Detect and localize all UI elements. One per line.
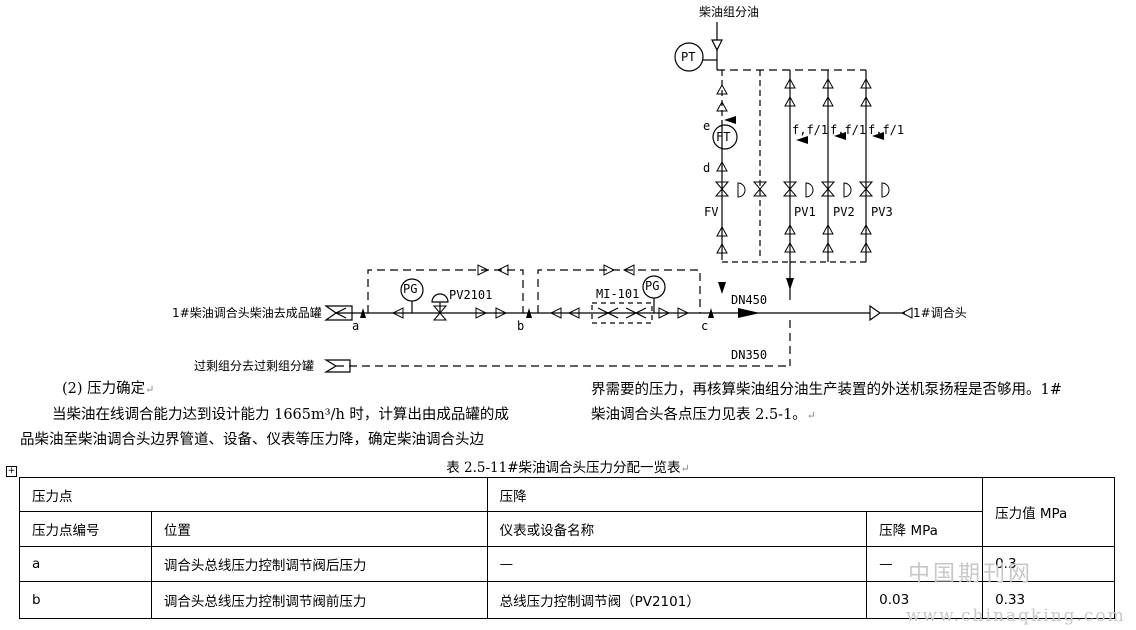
pg-label-1: PG xyxy=(403,282,417,296)
mi101-label: MI-101 xyxy=(596,287,639,301)
fv-label: FV xyxy=(704,205,718,219)
header-pressure-value: 压力值 MPa xyxy=(982,477,1115,547)
header-pressure-point: 压力点 xyxy=(19,477,488,512)
pv1-label: PV1 xyxy=(794,205,816,219)
header-point-id: 压力点编号 xyxy=(19,511,152,547)
f-label-2: f,f/1 xyxy=(830,123,866,137)
header-pressure-drop: 压降 xyxy=(486,477,984,512)
point-b-label: b xyxy=(517,319,524,333)
watermark-url: www.chinaqking.com xyxy=(906,606,1126,626)
cell-value: 0.33 xyxy=(982,581,1115,619)
left-paragraph-line-1: 当柴油在线调合能力达到设计能力 1665m³/h 时，计算出由成品罐的成 xyxy=(52,407,509,423)
point-e-label: e xyxy=(703,119,710,133)
dn450-label: DN450 xyxy=(731,293,767,307)
section-heading: (2) 压力确定↵ xyxy=(62,381,155,397)
cell-value: 0.3 xyxy=(982,546,1115,582)
excess-label: 过剩组分去过剩组分罐 xyxy=(194,359,314,373)
ft-label: FT xyxy=(716,130,730,144)
pressure-table: 压力点 压降 压力值 MPa 压力点编号 位置 仪表或设备名称 压降 MPa a… xyxy=(19,477,1115,619)
cell-position: 调合头总线压力控制调节阀后压力 xyxy=(150,546,488,582)
point-a-label: a xyxy=(352,319,359,333)
cell-drop: — xyxy=(866,546,984,582)
table-row: a 调合头总线压力控制调节阀后压力 — — 0.3 xyxy=(19,546,1115,582)
outlet-label: 1#柴油调合头柴油去成品罐 xyxy=(172,305,322,320)
table-anchor-icon[interactable]: + xyxy=(6,466,17,477)
table-header-row-group: 压力点 压降 压力值 MPa xyxy=(19,477,1115,547)
header-position: 位置 xyxy=(150,511,488,547)
inlet-label: 1#调合头 xyxy=(913,305,967,320)
cell-device: 总线压力控制调节阀（PV2101） xyxy=(486,581,868,619)
header-drop-mpa: 压降 MPa xyxy=(866,511,984,547)
point-d-label: d xyxy=(703,161,710,175)
point-c-label: c xyxy=(701,319,708,333)
cell-position: 调合头总线压力控制调节阀前压力 xyxy=(150,581,488,619)
pt-label: PT xyxy=(681,50,695,64)
cell-id: b xyxy=(19,581,152,619)
cell-device: — xyxy=(486,546,868,582)
pv3-label: PV3 xyxy=(871,205,893,219)
cell-id: a xyxy=(19,546,152,582)
pg-label-2: PG xyxy=(645,279,659,293)
right-paragraph-line-1: 界需要的压力，再核算柴油组分油生产装置的外送机泵扬程是否够用。1# xyxy=(591,382,1062,398)
header-device: 仪表或设备名称 xyxy=(486,511,868,547)
right-paragraph-line-2: 柴油调合头各点压力见表 2.5-1。↵ xyxy=(591,407,817,423)
f-label-3: f,f/1 xyxy=(868,123,904,137)
table-header-row: 压力点编号 位置 仪表或设备名称 压降 MPa xyxy=(19,511,1115,547)
dn350-label: DN350 xyxy=(731,348,767,362)
cell-drop: 0.03 xyxy=(866,581,984,619)
left-paragraph-line-2: 品柴油至柴油调合头边界管道、设备、仪表等压力降，确定柴油调合头边 xyxy=(20,432,484,448)
watermark-cn: 中国期刊网 xyxy=(908,562,1034,587)
pv2101-label: PV2101 xyxy=(449,288,492,302)
feed-label: 柴油组分油 xyxy=(699,5,759,19)
table-row: b 调合头总线压力控制调节阀前压力 总线压力控制调节阀（PV2101） 0.03… xyxy=(19,581,1115,619)
process-flow-diagram: 柴油组分油 PT FT e d FV PV1 PV2 PV3 f,f/1 f,f… xyxy=(172,5,967,373)
table-caption: 表 2.5-11#柴油调合头压力分配一览表↵ xyxy=(446,460,690,476)
pv2-label: PV2 xyxy=(833,205,855,219)
f-label-1: f,f/1 xyxy=(792,123,828,137)
